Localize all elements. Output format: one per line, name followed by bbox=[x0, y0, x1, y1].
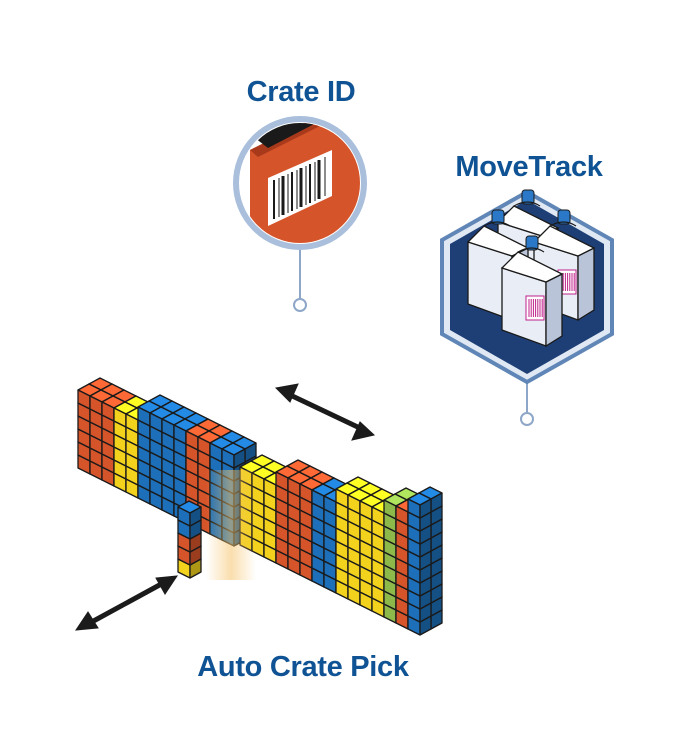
jug-part bbox=[483, 221, 511, 227]
jug-part bbox=[491, 209, 505, 225]
jug-part bbox=[549, 221, 577, 227]
movetrack-connector-dot bbox=[520, 412, 534, 426]
barcode-crate-icon bbox=[240, 123, 360, 243]
cube-side bbox=[233, 448, 246, 469]
auto-crate-pick-label: Auto Crate Pick bbox=[197, 651, 410, 683]
jug-part bbox=[532, 225, 596, 257]
crate-id-callout bbox=[233, 116, 367, 250]
jug bbox=[500, 235, 564, 348]
jug-part bbox=[496, 205, 560, 237]
jug-part bbox=[545, 272, 563, 348]
jug-part bbox=[557, 209, 571, 225]
movetrack-callout bbox=[440, 189, 614, 385]
jug-part bbox=[513, 201, 541, 207]
jug-part bbox=[500, 251, 564, 283]
jug-part bbox=[525, 235, 539, 251]
movetrack-label: MoveTrack bbox=[455, 151, 603, 183]
jugs-with-barcodes-icon bbox=[466, 189, 596, 348]
lower-double-arrow bbox=[75, 575, 178, 631]
crate-id-connector-dot bbox=[293, 298, 307, 312]
jug-part bbox=[517, 247, 545, 253]
jug-part bbox=[521, 189, 535, 205]
cube-side bbox=[419, 498, 432, 519]
crate-id-label: Crate ID bbox=[247, 76, 356, 108]
picked-crate-column bbox=[177, 500, 202, 579]
upper-double-arrow bbox=[274, 383, 376, 441]
cube-side bbox=[189, 506, 202, 527]
front-storage-stack bbox=[239, 454, 443, 636]
transfer-glow bbox=[206, 470, 256, 580]
jug-part bbox=[577, 246, 595, 322]
